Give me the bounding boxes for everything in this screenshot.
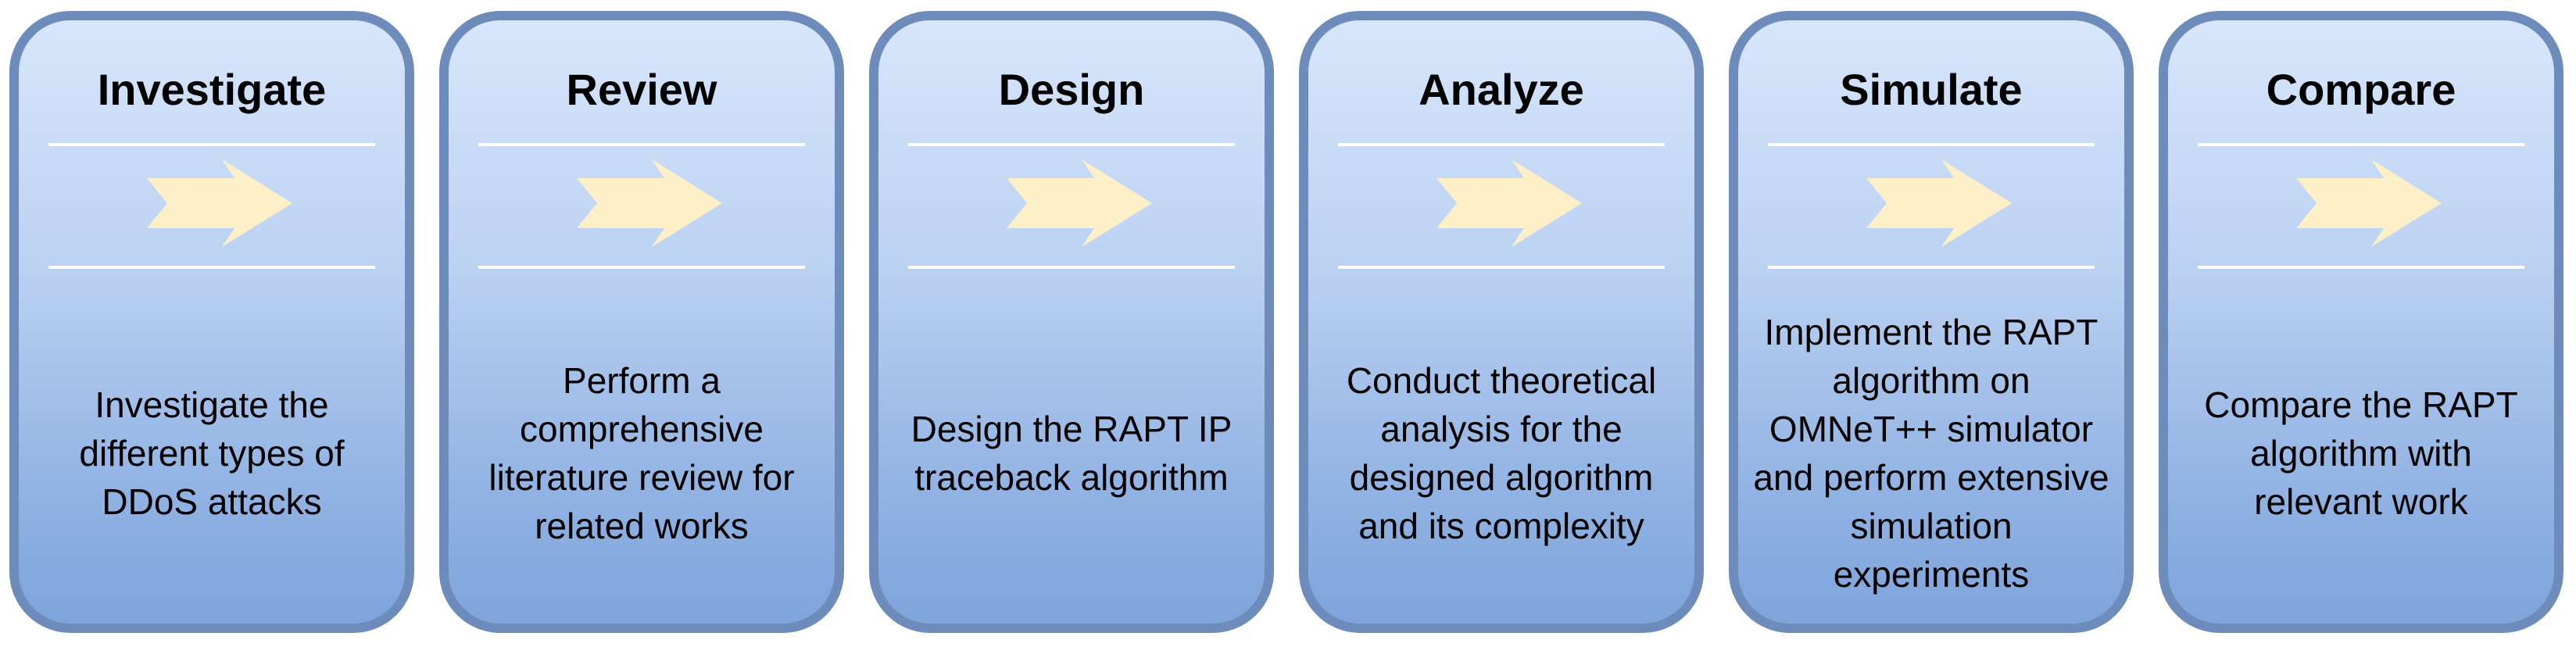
divider	[1768, 266, 2095, 269]
process-flow: Investigate Investigate the different ty…	[9, 11, 2567, 636]
step-description: Investigate the different types of DDoS …	[79, 384, 345, 522]
step-card-review: Review Perform a comprehensive literatur…	[439, 11, 844, 633]
chevron-arrow-right-icon	[1007, 159, 1152, 247]
step-description: Conduct theoretical analysis for the des…	[1346, 360, 1657, 546]
divider	[2198, 266, 2524, 269]
step-title: Design	[998, 65, 1145, 114]
step-description: Perform a comprehensive literature revie…	[488, 360, 795, 546]
divider	[1338, 143, 1665, 146]
chevron-arrow-right-icon	[1436, 159, 1582, 247]
divider	[478, 143, 805, 146]
divider	[1768, 143, 2095, 146]
chevron-arrow-right-icon	[1866, 159, 2012, 247]
step-card-investigate: Investigate Investigate the different ty…	[9, 11, 414, 633]
divider	[1338, 266, 1665, 269]
step-card-analyze: Analyze Conduct theoretical analysis for…	[1299, 11, 1704, 633]
divider	[2198, 143, 2524, 146]
divider	[48, 266, 375, 269]
step-title: Simulate	[1840, 65, 2023, 114]
step-title: Compare	[2266, 65, 2456, 114]
divider	[48, 143, 375, 146]
step-title: Review	[566, 65, 717, 114]
divider	[478, 266, 805, 269]
divider	[908, 266, 1235, 269]
chevron-arrow-right-icon	[577, 159, 722, 247]
step-card-design: Design Design the RAPT IP traceback algo…	[869, 11, 1274, 633]
step-title: Investigate	[97, 65, 327, 114]
step-description: Design the RAPT IP traceback algorithm	[911, 409, 1233, 498]
step-title: Analyze	[1419, 65, 1584, 114]
divider	[908, 143, 1235, 146]
chevron-arrow-right-icon	[147, 159, 292, 247]
step-description: Compare the RAPT algorithm with relevant…	[2204, 384, 2518, 522]
step-card-compare: Compare Compare the RAPT algorithm with …	[2159, 11, 2563, 633]
chevron-arrow-right-icon	[2296, 159, 2442, 247]
step-description: Implement the RAPT algorithm on OMNeT++ …	[1753, 312, 2109, 595]
step-card-simulate: Simulate Implement the RAPT algorithm on…	[1729, 11, 2134, 633]
